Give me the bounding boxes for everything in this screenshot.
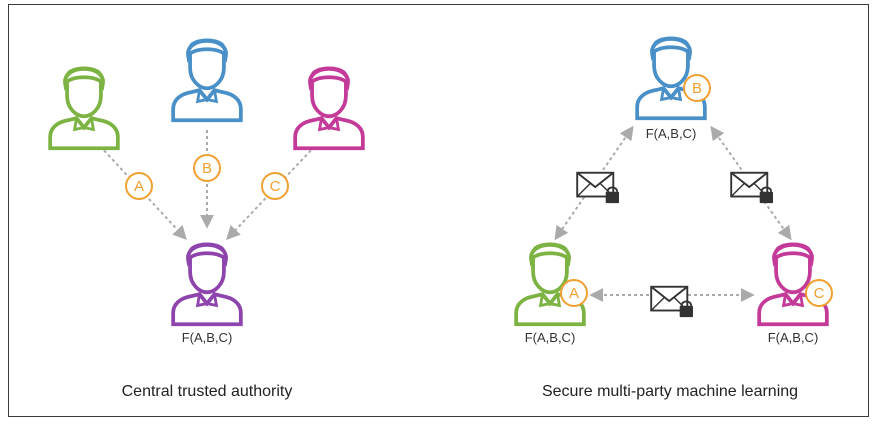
- authority-label: F(A,B,C): [181, 330, 233, 345]
- badge-a: A: [125, 172, 153, 200]
- svg-text:B: B: [202, 160, 212, 177]
- badge-c-right: C: [805, 279, 833, 307]
- svg-text:A: A: [569, 285, 579, 302]
- right-caption: Secure multi-party machine learning: [541, 383, 799, 400]
- svg-text:C: C: [270, 178, 281, 195]
- badge-b-right: B: [683, 74, 711, 102]
- person-blue-icon: [171, 38, 243, 123]
- party-b-label: F(A,B,C): [645, 126, 697, 141]
- party-a-label: F(A,B,C): [524, 330, 576, 345]
- badge-c: C: [261, 172, 289, 200]
- locked-envelope-icon: [650, 285, 694, 319]
- badge-b: B: [193, 154, 221, 182]
- left-caption: Central trusted authority: [121, 383, 293, 400]
- person-green-icon: [48, 66, 120, 151]
- locked-envelope-icon: [730, 171, 774, 205]
- svg-text:B: B: [692, 80, 702, 97]
- diagram-frame: [8, 4, 869, 417]
- svg-text:A: A: [134, 178, 144, 195]
- person-authority-icon: [171, 242, 243, 327]
- party-c-label: F(A,B,C): [767, 330, 819, 345]
- badge-a-right: A: [560, 279, 588, 307]
- person-magenta-icon: [293, 66, 365, 151]
- svg-text:C: C: [814, 285, 825, 302]
